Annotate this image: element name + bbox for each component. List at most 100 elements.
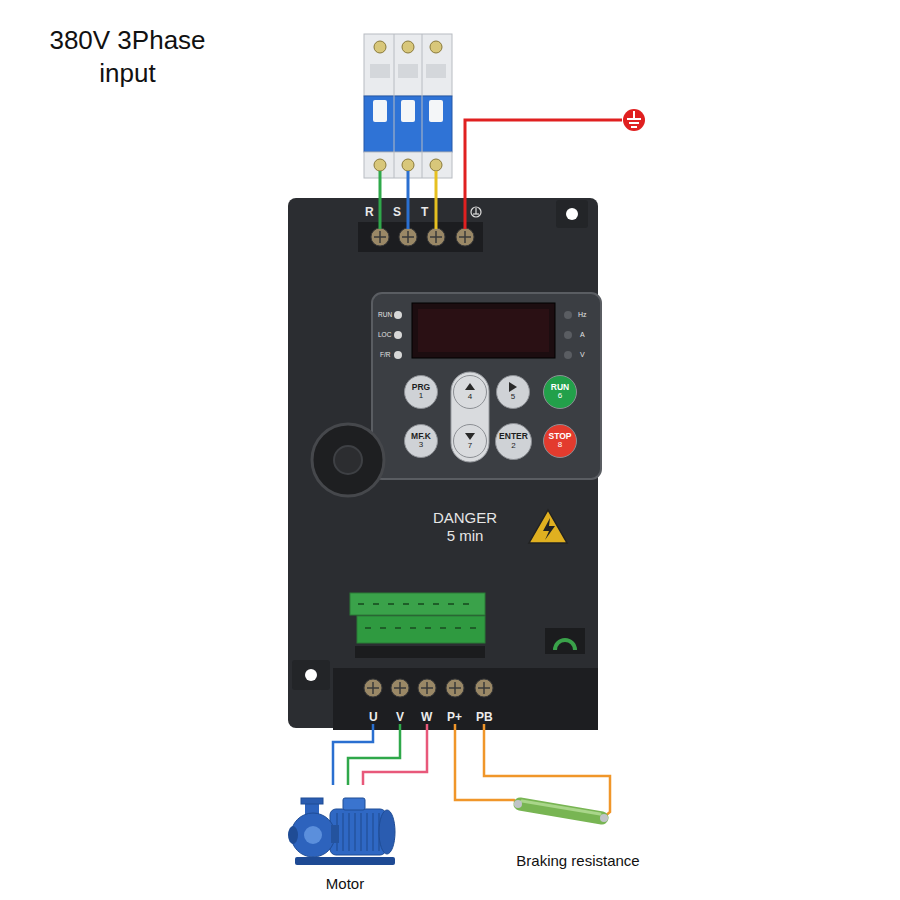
up-button: 4 [453,375,487,409]
circuit-breaker [364,34,452,178]
wire [348,724,400,785]
warning-triangle-part [543,518,555,540]
button-face: ENTER2 [499,432,528,450]
unit-label: V [580,351,585,359]
input-terminal-screws-part [374,231,471,243]
terminal-name: P+ [447,710,462,724]
motor-drawing-part [301,798,323,804]
circuit-breaker-part [374,41,386,53]
button-number: 1 [419,392,423,401]
button-number: 6 [558,392,562,401]
button-number: 7 [468,442,472,451]
keypad-panel-part [564,351,572,359]
keypad-button: STOP8 [543,424,577,458]
circuit-breaker-part [364,96,452,152]
keypad-panel-part [394,311,402,319]
arrow-icon [465,382,475,392]
motor-drawing [285,785,405,870]
indicator-label: F/R [380,351,390,359]
button-face: 7 [465,431,475,451]
output-terminal-strip-part [333,668,598,730]
keypad-button: RUN6 [543,375,577,409]
button-number: 4 [468,393,472,402]
control-terminal-block-part [555,640,575,650]
potentiometer-knob-part [312,424,384,496]
button-label: MF.K [411,432,431,441]
button-label: RUN [551,383,569,392]
ground-symbol-part [627,111,641,127]
motor-drawing-part [337,813,379,851]
motor-drawing-part [295,857,395,865]
resistor-drawing [498,790,658,848]
circuit-breaker-part [402,159,414,171]
circuit-breaker-part [401,100,415,122]
potentiometer-knob [312,424,384,496]
wire [484,724,610,790]
shift-button: 5 [496,375,530,409]
output-terminal: V [394,710,406,724]
control-terminal-block-part [355,646,485,658]
potentiometer-knob-part [334,446,362,474]
keypad-button: MF.K3 [404,424,438,458]
motor-drawing-part [288,826,298,844]
circuit-breaker-part [370,64,390,78]
output-terminal: PB [474,710,495,724]
resistor-label: Braking resistance [498,852,658,870]
control-terminal-block-part [357,616,485,643]
output-terminal: U [367,710,380,724]
output-terminal-strip [333,668,598,730]
motor-label: Motor [285,875,405,893]
keypad-panel-part [418,309,549,352]
arrow-icon [508,382,518,392]
indicator-label: LOC [378,331,391,339]
control-terminal-block [350,593,585,658]
terminal-label: S [393,205,401,219]
motor-drawing-part [379,810,395,854]
drive-housing-part [566,208,578,220]
button-number: 2 [511,442,515,451]
keypad-panel-part [564,311,572,319]
wire [333,724,373,785]
input-terminal-screws [371,228,474,246]
warning-triangle-part [529,510,567,543]
wire [363,724,427,785]
button-number: 8 [558,441,562,450]
button-label: STOP [549,432,572,441]
circuit-breaker-part [402,41,414,53]
wire [455,724,498,800]
arrow-icon [465,431,475,441]
keypad-panel-part [451,372,489,462]
keypad-panel-part [394,351,402,359]
down-button: 7 [453,424,487,458]
output-terminal: P+ [445,710,464,724]
output-terminal-strip-part [367,682,490,694]
ground-symbol-part [623,109,645,131]
output-terminal: W [419,710,434,724]
circuit-breaker-part [398,64,418,78]
button-number: 3 [419,441,423,450]
button-face: PRG1 [412,383,430,401]
drive-housing-part [471,207,481,217]
button-face: MF.K3 [411,432,431,450]
button-face: STOP8 [549,432,572,450]
terminal-label: T [421,205,428,219]
ground-symbol [623,109,645,131]
keypad-button: ENTER2 [495,423,532,460]
circuit-breaker-part [374,159,386,171]
keypad-panel [372,293,601,479]
circuit-breaker-part [373,100,387,122]
motor-drawing-part [304,826,322,844]
keypad-panel-part [394,331,402,339]
warning-triangle [529,510,567,543]
resistor-drawing-part [514,800,522,808]
arrow-icon-shape [509,382,517,392]
arrow-icon-shape [465,433,475,440]
button-face: RUN6 [551,383,569,401]
circuit-breaker-part [429,100,443,122]
motor-drawing-part [331,825,339,843]
circuit-breaker-part [430,41,442,53]
